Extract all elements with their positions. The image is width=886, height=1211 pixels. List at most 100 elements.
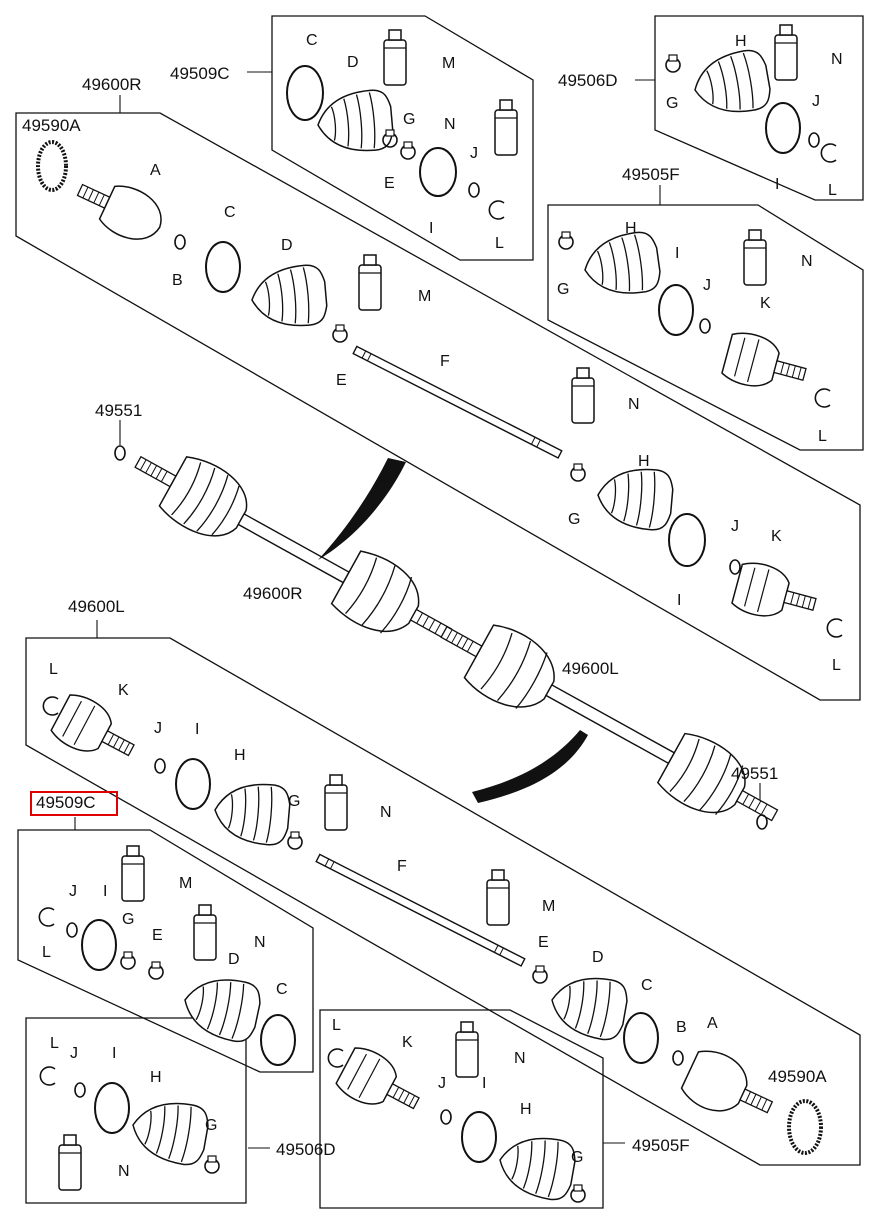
callout-L: L	[49, 661, 58, 678]
callout-D: D	[281, 237, 293, 254]
callout-J: J	[154, 720, 162, 737]
callout-A: A	[150, 162, 161, 179]
callout-I: I	[675, 245, 679, 262]
callout-L: L	[495, 235, 504, 252]
panel-outlines	[15, 15, 864, 1209]
callout-N: N	[514, 1050, 526, 1067]
label-49600R-top: 49600R	[82, 75, 142, 94]
label-49509C-top: 49509C	[170, 64, 230, 83]
callout-J: J	[812, 93, 820, 110]
callout-I: I	[677, 592, 681, 609]
callout-G: G	[403, 111, 415, 128]
kit-49505F-top	[558, 229, 831, 408]
callout-N: N	[254, 934, 266, 951]
callout-I: I	[429, 220, 433, 237]
callout-N: N	[118, 1163, 130, 1180]
kit-49509C-top	[286, 29, 518, 220]
callout-C: C	[641, 977, 653, 994]
callout-E: E	[384, 175, 395, 192]
kit-49600L	[42, 689, 823, 1155]
callout-D: D	[228, 951, 240, 968]
part-number-labels: 49509C 49600R 49590A 49506D 49505F 49551…	[22, 64, 827, 1159]
leader-lines	[74, 71, 761, 1149]
callout-H: H	[625, 220, 637, 237]
callout-I: I	[112, 1045, 116, 1062]
label-49600R-mid: 49600R	[243, 584, 303, 603]
callout-N: N	[831, 51, 843, 68]
callout-G: G	[568, 511, 580, 528]
callout-N: N	[628, 396, 640, 413]
callout-J: J	[703, 277, 711, 294]
callout-M: M	[542, 898, 555, 915]
callout-L: L	[42, 944, 51, 961]
letter-callouts: C D M G N E J I L H N G J I L H N I J G …	[42, 32, 843, 1180]
kit-49509C-bottom	[38, 845, 296, 1066]
callout-E: E	[538, 934, 549, 951]
callout-I: I	[775, 176, 779, 193]
callout-J: J	[438, 1075, 446, 1092]
callout-K: K	[402, 1034, 413, 1051]
callout-C: C	[306, 32, 318, 49]
callout-L: L	[818, 428, 827, 445]
callout-A: A	[707, 1015, 718, 1032]
callout-H: H	[638, 453, 650, 470]
callout-L: L	[828, 182, 837, 199]
callout-M: M	[442, 55, 455, 72]
kit-49506D-bottom	[39, 1066, 220, 1191]
kit-49505F-bottom	[327, 1021, 586, 1204]
callout-J: J	[69, 883, 77, 900]
callout-J: J	[70, 1045, 78, 1062]
label-49600L-left: 49600L	[68, 597, 125, 616]
callout-C: C	[224, 204, 236, 221]
shaft-49600R	[114, 445, 453, 641]
callout-L: L	[50, 1035, 59, 1052]
callout-B: B	[676, 1019, 687, 1036]
label-49505F-bottom: 49505F	[632, 1136, 690, 1155]
label-49590A-bottom: 49590A	[768, 1067, 827, 1086]
callout-D: D	[592, 949, 604, 966]
callout-H: H	[520, 1101, 532, 1118]
callout-I: I	[103, 883, 107, 900]
callout-L: L	[832, 657, 841, 674]
callout-H: H	[735, 33, 747, 50]
callout-G: G	[557, 281, 569, 298]
callout-K: K	[118, 682, 129, 699]
callout-F: F	[397, 858, 407, 875]
label-49506D-bottom: 49506D	[276, 1140, 336, 1159]
callout-J: J	[470, 145, 478, 162]
label-49551-mid: 49551	[731, 764, 778, 783]
callout-D: D	[347, 54, 359, 71]
callout-G: G	[666, 95, 678, 112]
callout-H: H	[150, 1069, 162, 1086]
callout-I: I	[195, 721, 199, 738]
label-49506D-top: 49506D	[558, 71, 618, 90]
kit-49600R	[36, 140, 843, 638]
callout-G: G	[288, 793, 300, 810]
shaft-49600L	[440, 624, 779, 830]
callout-F: F	[440, 353, 450, 370]
callout-K: K	[760, 295, 771, 312]
highlight-box	[30, 791, 118, 816]
kit-49506D-top	[665, 24, 837, 163]
label-49600L-mid: 49600L	[562, 659, 619, 678]
callout-E: E	[336, 372, 347, 389]
callout-M: M	[179, 875, 192, 892]
label-49505F-top: 49505F	[622, 165, 680, 184]
callout-N: N	[801, 253, 813, 270]
callout-C: C	[276, 981, 288, 998]
callout-I: I	[482, 1075, 486, 1092]
callout-L: L	[332, 1017, 341, 1034]
callout-N: N	[380, 804, 392, 821]
callout-E: E	[152, 927, 163, 944]
callout-M: M	[418, 288, 431, 305]
callout-G: G	[205, 1117, 217, 1134]
callout-G: G	[122, 911, 134, 928]
label-49590A-top: 49590A	[22, 116, 81, 135]
callout-K: K	[771, 528, 782, 545]
callout-N: N	[444, 116, 456, 133]
callout-H: H	[234, 747, 246, 764]
label-49551-top: 49551	[95, 401, 142, 420]
callout-B: B	[172, 272, 183, 289]
label-49509C-bottom[interactable]: 49509C	[36, 793, 96, 812]
